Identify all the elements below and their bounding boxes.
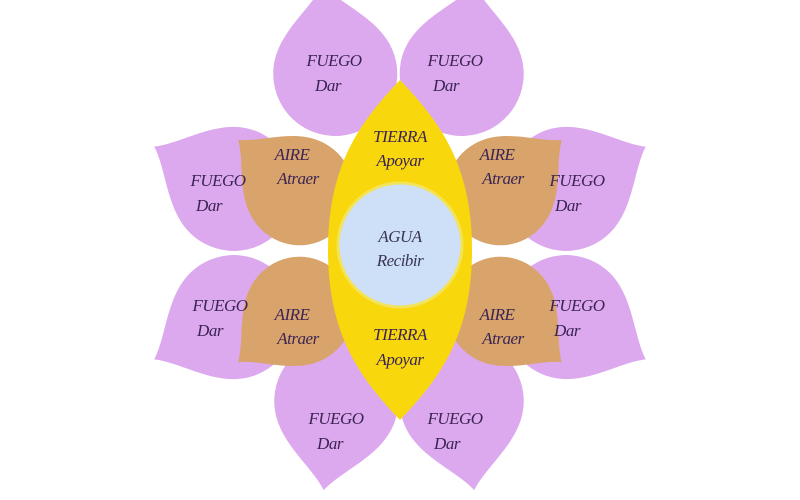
- fuego-label: FUEGO: [191, 296, 247, 315]
- fuego-verb: Dar: [314, 76, 342, 95]
- aire-label: AIRE: [274, 305, 311, 324]
- fuego-label: FUEGO: [307, 409, 363, 428]
- aire-verb: Atraer: [481, 329, 524, 348]
- fuego-verb: Dar: [196, 321, 224, 340]
- fuego-verb: Dar: [316, 434, 344, 453]
- fuego-label: FUEGO: [548, 296, 604, 315]
- tierra-verb: Apoyar: [375, 151, 424, 170]
- aire-label: AIRE: [274, 145, 311, 164]
- fuego-verb: Dar: [432, 76, 460, 95]
- aire-label: AIRE: [479, 305, 516, 324]
- fuego-verb: Dar: [554, 196, 582, 215]
- tierra-label: TIERRA: [373, 325, 428, 344]
- fuego-label: FUEGO: [548, 171, 604, 190]
- agua-verb: Recibir: [376, 251, 424, 270]
- fuego-label: FUEGO: [189, 171, 245, 190]
- aire-verb: Atraer: [276, 329, 319, 348]
- fuego-verb: Dar: [553, 321, 581, 340]
- fuego-verb: Dar: [195, 196, 223, 215]
- fuego-verb: Dar: [433, 434, 461, 453]
- aire-label: AIRE: [479, 145, 516, 164]
- fuego-label: FUEGO: [305, 51, 361, 70]
- fuego-label: FUEGO: [426, 51, 482, 70]
- agua-label: AGUA: [377, 227, 422, 246]
- aire-verb: Atraer: [276, 169, 319, 188]
- fuego-label: FUEGO: [426, 409, 482, 428]
- agua-circle: [336, 181, 464, 309]
- aire-verb: Atraer: [481, 169, 524, 188]
- tierra-label: TIERRA: [373, 127, 428, 146]
- tierra-verb: Apoyar: [375, 350, 424, 369]
